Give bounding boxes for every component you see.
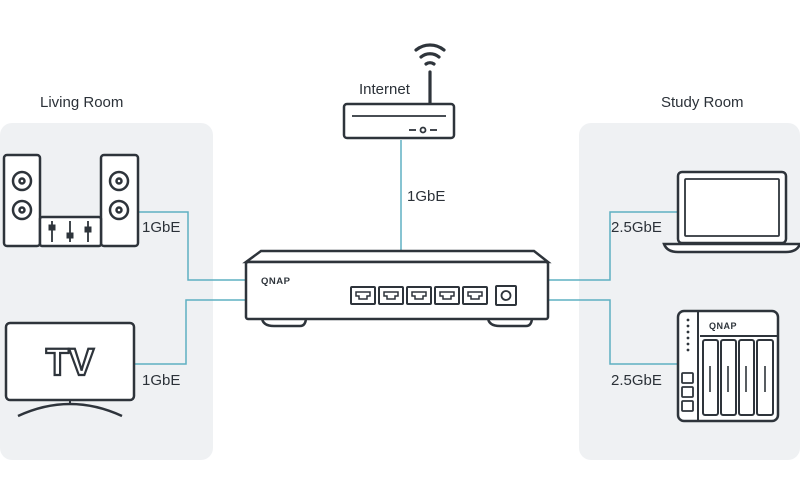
speaker-icon [2, 153, 42, 248]
stereo-link-speed: 1GbE [142, 219, 181, 236]
speaker-icon [99, 153, 140, 248]
nas-brand-logo: QNAP [709, 321, 737, 331]
router-icon [342, 102, 456, 140]
switch-brand-logo: QNAP [261, 276, 291, 287]
nas-link-speed: 2.5GbE [611, 372, 662, 389]
study-room-label: Study Room [661, 94, 744, 111]
laptop-icon [662, 170, 800, 254]
router-link-speed: 1GbE [407, 188, 446, 205]
wifi-icon [414, 43, 446, 105]
switch-port-group [350, 285, 517, 306]
tv-screen-text: TV [46, 342, 95, 384]
cables [135, 140, 678, 365]
tv-icon [4, 321, 136, 418]
cable-laptop-switch [548, 211, 678, 281]
switch-icon [242, 249, 552, 328]
audio-mixer-icon [38, 215, 103, 248]
cable-tv-switch [135, 299, 245, 365]
living-room-label: Living Room [40, 94, 124, 111]
nas-icon [676, 309, 780, 423]
laptop-link-speed: 2.5GbE [611, 219, 662, 236]
cable-stereo-switch [138, 211, 245, 281]
nas-status-leds [686, 318, 690, 352]
tv-link-speed: 1GbE [142, 372, 181, 389]
internet-label: Internet [359, 81, 410, 98]
cable-nas-switch [548, 299, 678, 365]
